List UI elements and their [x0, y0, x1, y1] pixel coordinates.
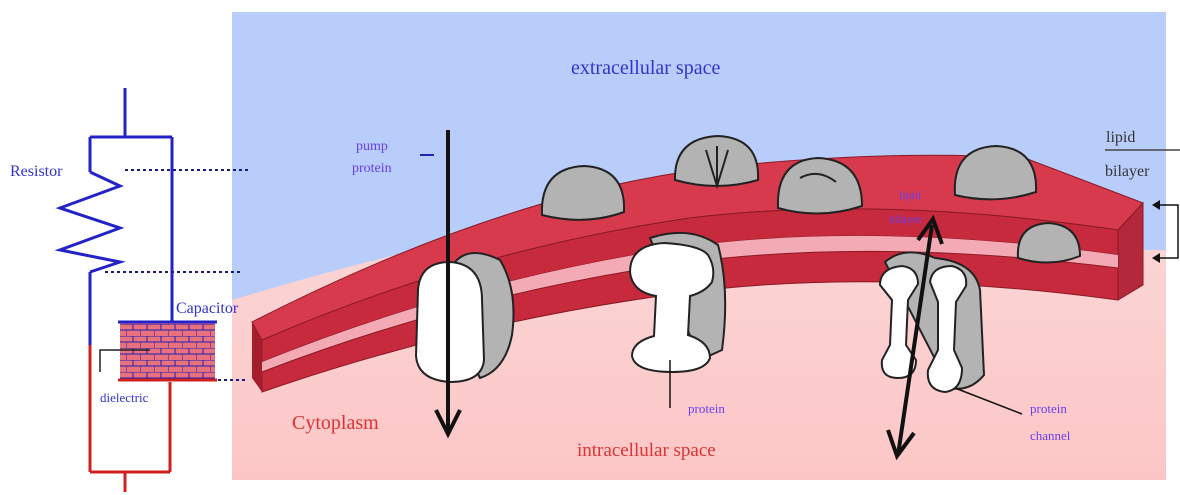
cytoplasm-label: Cytoplasm	[292, 412, 379, 434]
pump-protein-label-2: protein	[352, 161, 392, 176]
protein-channel	[880, 252, 984, 392]
protein-label: protein	[688, 401, 725, 416]
protein-channel-label-2: channel	[1030, 428, 1071, 443]
equivalent-circuit	[60, 88, 217, 492]
protein-channel-label-1: protein	[1030, 401, 1067, 416]
capacitor-dielectric	[120, 323, 215, 379]
lipid-bilayer-label-1: lipid	[1106, 129, 1135, 146]
lipid-bilayer-label-2: bilayer	[1105, 163, 1150, 180]
inner-lipid-label-1: lipid	[899, 188, 921, 202]
intracellular-label: intracellular space	[577, 440, 716, 461]
dielectric-label: dielectric	[100, 390, 149, 405]
capacitor-label: Capacitor	[176, 300, 239, 317]
resistor-label: Resistor	[10, 163, 63, 180]
resistor-zigzag	[60, 172, 120, 272]
extracellular-label: extracellular space	[571, 57, 720, 79]
pump-protein-label-1: pump	[356, 139, 388, 154]
pump-protein	[416, 253, 514, 382]
inner-lipid-label-2: bilayer	[889, 212, 922, 226]
